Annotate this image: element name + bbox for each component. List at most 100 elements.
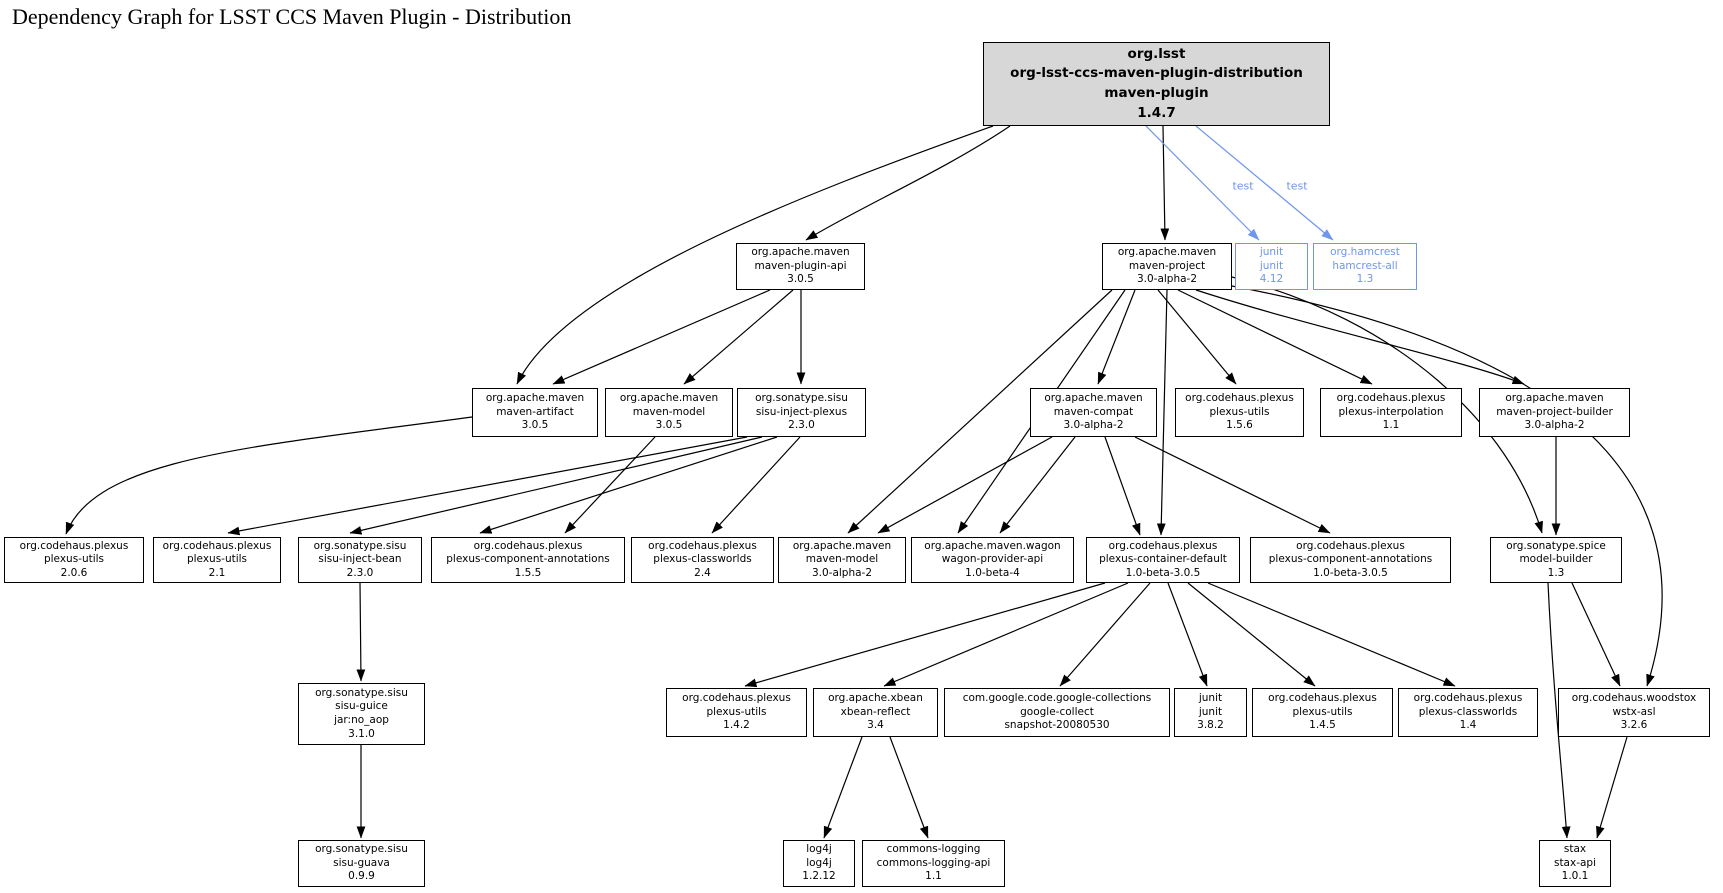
edge-mproj-builder (1195, 289, 1525, 385)
node-line: plexus-classworlds (653, 553, 752, 566)
node-line: org.apache.xbean (828, 692, 923, 705)
node-line: 1.4.5 (1309, 719, 1336, 732)
node-line: 3.1.0 (348, 727, 375, 740)
node-line: org.codehaus.plexus (1336, 392, 1446, 405)
edge-model305-annot155 (564, 436, 656, 534)
node-line: commons-logging-api (876, 856, 991, 869)
edge-mpa-artifact (552, 289, 771, 385)
edge-ibean-guice (356, 582, 366, 682)
edge-woodstox-stax (1596, 736, 1628, 839)
edge-sisu-utils21 (227, 436, 748, 536)
node-line: junit (1198, 692, 1223, 705)
node-line: hamcrest-all (1332, 259, 1398, 272)
edge-xbean-clog (889, 736, 929, 839)
node-line: 3.0.5 (655, 419, 683, 432)
edge-root-mpa (805, 125, 1011, 241)
node-line: org.codehaus.plexus (1413, 692, 1523, 705)
node-line: org.apache.maven.wagon (924, 539, 1061, 552)
node-line: 3.0-alpha-2 (1063, 419, 1124, 432)
node-line: 1.0-beta-4 (965, 566, 1020, 579)
node-line: junit (1198, 705, 1223, 718)
node-line: model-builder (1519, 553, 1593, 566)
node-line: junit (1259, 246, 1284, 259)
node-line: plexus-interpolation (1338, 405, 1444, 418)
node-line: 1.5.6 (1226, 419, 1253, 432)
edge-xbean-log4j (823, 736, 863, 839)
edge-compat-modelA (877, 436, 1053, 534)
edge-mproj-woodstox (1231, 285, 1663, 687)
node-line: 2.1 (208, 566, 226, 579)
node-line: 1.3 (1356, 273, 1374, 286)
node-line: org.codehaus.plexus (1108, 539, 1218, 552)
node-line: 3.0-alpha-2 (1524, 419, 1585, 432)
node-line: org.codehaus.plexus (19, 539, 129, 552)
node-line: 3.0-alpha-2 (811, 566, 873, 579)
edge-sisu-ibean (349, 436, 763, 535)
node-line: 2.3.0 (346, 566, 374, 579)
node-line: 4.12 (1259, 273, 1284, 286)
node-line: log4j (806, 843, 832, 856)
node-line: org.codehaus.plexus (162, 539, 272, 552)
node-line: org.sonatype.sisu (315, 686, 408, 699)
node-line: 1.4.2 (723, 719, 750, 732)
node-line: plexus-utils (1209, 405, 1270, 418)
node-line: junit (1259, 259, 1284, 272)
node-line: org-lsst-ccs-maven-plugin-distribution (1010, 65, 1303, 82)
node-line: 1.1 (925, 870, 942, 883)
edge-mproj-container (1156, 289, 1168, 536)
edge-modelbuilder-woodstox (1571, 582, 1621, 687)
node-line: org.codehaus.plexus (648, 539, 757, 552)
node-line: org.codehaus.plexus (682, 692, 791, 705)
node-line: 3.0.5 (521, 419, 549, 432)
node-line: org.codehaus.plexus (1296, 539, 1405, 552)
node-line: stax (1563, 843, 1587, 856)
node-line: org.hamcrest (1330, 246, 1400, 259)
node-line: 3.0-alpha-2 (1136, 273, 1198, 286)
node-line: org.apache.maven (1044, 392, 1143, 405)
edge-artifact-utils206 (65, 416, 473, 535)
edge-label-test: test (1286, 179, 1308, 193)
node-line: maven-project (1128, 259, 1206, 272)
node-line: 1.4.7 (1137, 104, 1176, 121)
node-line: org.apache.maven (1117, 246, 1217, 259)
edge-container-google (1059, 582, 1151, 687)
node-line: org.apache.maven (1505, 392, 1604, 405)
edge-mproj-modelbuilder (1231, 276, 1543, 534)
node-line: 3.0.5 (787, 273, 814, 286)
node-line: maven-artifact (496, 405, 574, 418)
edge-root-artifact (516, 125, 994, 385)
node-line: maven-model (805, 553, 879, 566)
edge-sisu-annot155 (479, 436, 778, 534)
edge-root-junit412 (1145, 125, 1260, 241)
node-line: wagon-provider-api (941, 553, 1044, 566)
edge-compat-annotBeta (1134, 436, 1331, 534)
node-line: 3.4 (867, 719, 884, 732)
node-line: google-collect (1020, 705, 1094, 718)
node-line: stax-api (1553, 856, 1597, 869)
node-line: 1.0-beta-3.0.5 (1125, 566, 1201, 579)
edge-modelbuilder-stax (1547, 582, 1571, 839)
node-line: sisu-inject-bean (318, 553, 402, 566)
node-line: maven-compat (1053, 405, 1134, 418)
edge-container-utils142 (744, 582, 1106, 688)
node-line: org.apache.maven (619, 392, 719, 405)
edge-container-utils145 (1187, 582, 1316, 687)
page-title: Dependency Graph for LSST CCS Maven Plug… (12, 4, 572, 29)
